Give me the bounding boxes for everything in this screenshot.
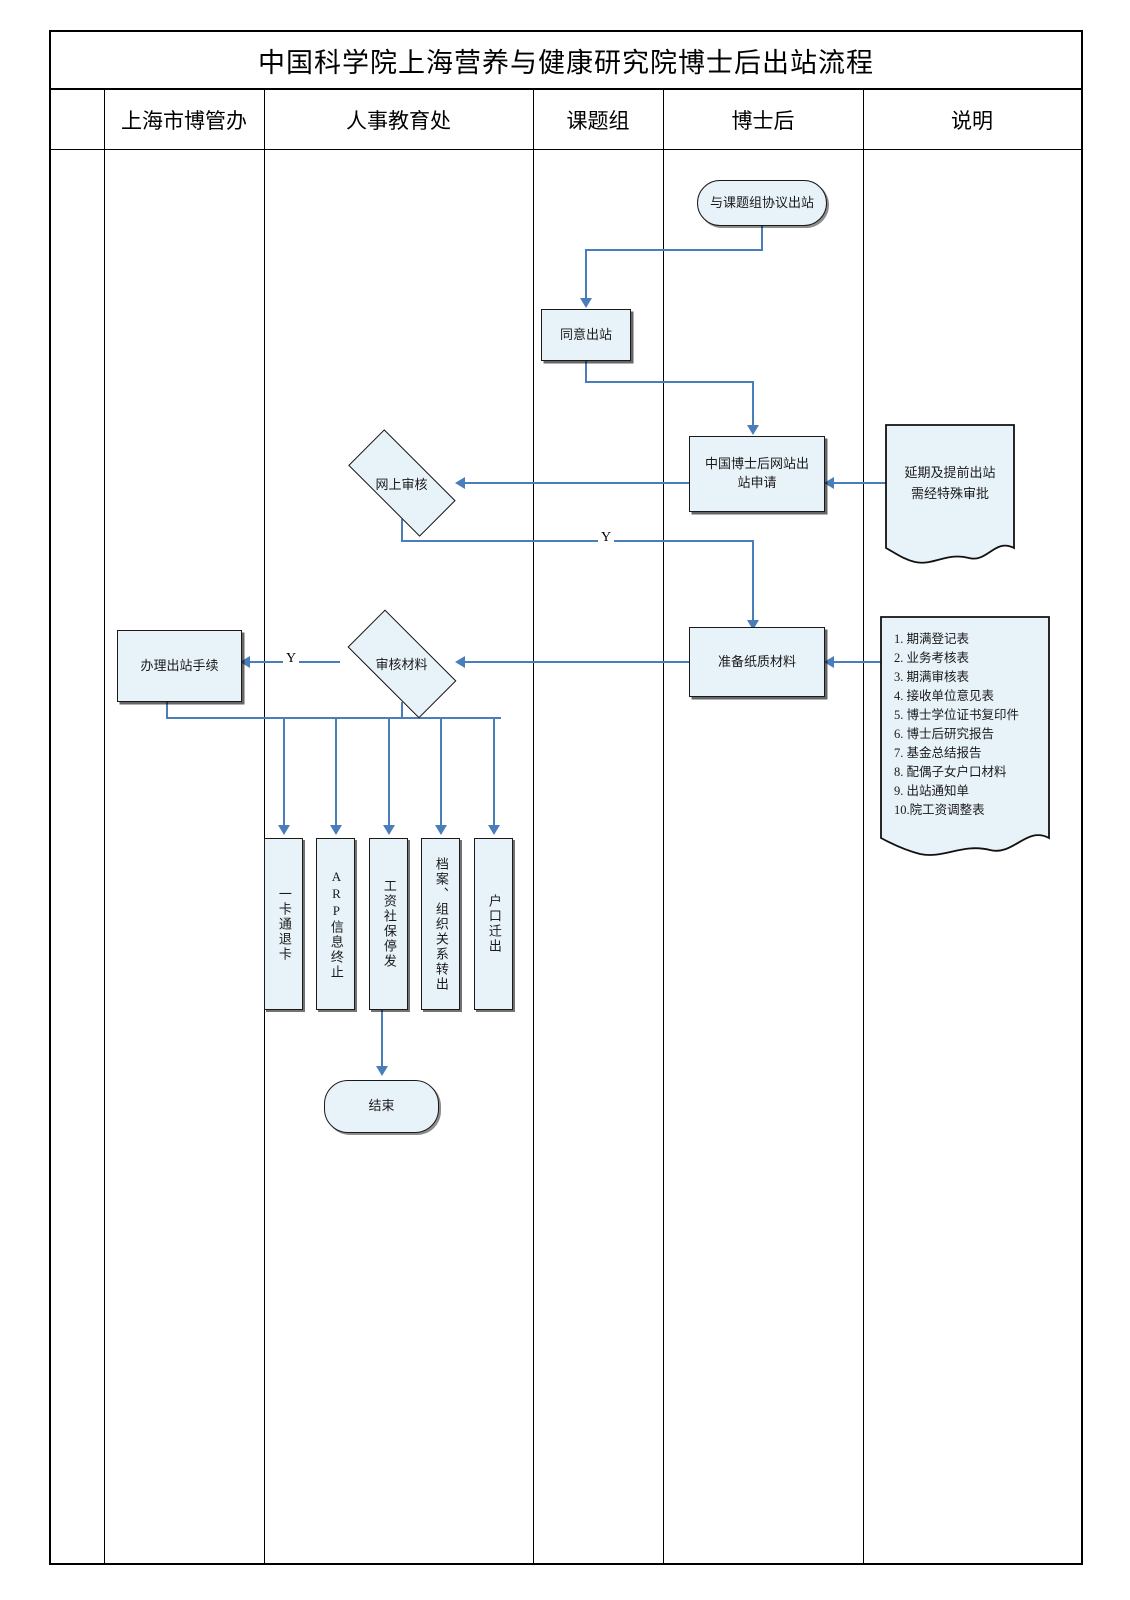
wire-note-to-apply [832,482,887,484]
wire-branch-2 [335,717,337,827]
arrowhead-to-agree [580,298,592,308]
node-agree-exit[interactable]: 同意出站 [541,309,631,361]
arrowhead-list-to-prepare [824,656,834,668]
wire-distributor-bus [166,717,501,719]
arrowhead-to-online-review [455,477,465,489]
wire-prepare-to-review [462,661,692,663]
wire-start-left [585,249,762,251]
chart-title-bar: 中国科学院上海营养与健康研究院博士后出站流程 [51,32,1081,90]
lane-divider-0 [104,90,105,1565]
lane-divider-3 [663,90,664,1565]
arrowhead-branch-3 [383,825,395,835]
materials-list-item: 10.院工资调整表 [894,803,985,817]
wire-to-apply-down [752,381,754,427]
wire-to-agree-down [585,249,587,300]
lane-header-research-group: 课题组 [566,109,630,133]
materials-list-item: 9. 出站通知单 [894,784,970,798]
arrowhead-to-process-exit [240,656,250,668]
wire-y-to-prepare-down [752,540,754,622]
task-box-arp-termination[interactable]: ARP信息终止 [316,838,355,1010]
note-special-approval-text: 延期及提前出站 需经特殊审批 [885,424,1015,544]
node-online-review-label: 网上审核 [375,476,428,492]
note-materials-list-text: 1. 期满登记表 2. 业务考核表 3. 期满审核表 4. 接收单位意见表 5.… [880,616,1050,859]
node-process-exit-formalities[interactable]: 办理出站手续 [117,630,242,702]
materials-list-item: 5. 博士学位证书复印件 [894,708,1020,722]
arrowhead-to-review-docs [455,656,465,668]
node-online-review[interactable]: 网上审核 [330,429,473,537]
lane-divider-1 [264,90,265,1565]
node-start[interactable]: 与课题组协议出站 [697,180,827,226]
task-box-household-move-out[interactable]: 户口迁出 [474,838,513,1010]
node-prepare-documents[interactable]: 准备纸质材料 [689,627,825,697]
lane-divider-2 [533,90,534,1565]
wire-apply-to-review [462,482,692,484]
arrowhead-to-apply [747,425,759,435]
materials-list-item: 2. 业务考核表 [894,651,970,665]
lane-header-postdoc: 博士后 [731,109,795,133]
wire-review-docs-bottom [401,702,403,718]
arrowhead-note-to-apply [824,477,834,489]
lane-header-hr-education: 人事教育处 [346,109,451,133]
wire-branch-3 [388,717,390,827]
wire-start-down [761,225,763,251]
wire-agree-right [585,381,754,383]
wire-review-y-right [401,540,754,542]
task-box-card-return[interactable]: 一卡通退卡 [264,838,303,1010]
task-box-archive-transfer[interactable]: 档案、组织关系转出 [421,838,460,1010]
materials-list-item: 7. 基金总结报告 [894,746,982,760]
edge-label-yes-docs: Y [283,651,300,667]
note-special-approval-line-2: 需经特殊审批 [910,486,989,501]
arrowhead-to-end [376,1066,388,1076]
wire-list-to-prepare [832,661,882,663]
lane-divider-4 [863,90,864,1565]
note-special-approval-line-1: 延期及提前出站 [904,465,996,481]
materials-list-item: 6. 博士后研究报告 [894,727,995,741]
arrowhead-branch-1 [278,825,290,835]
arrowhead-branch-2 [330,825,342,835]
page-title: 中国科学院上海营养与健康研究院博士后出站流程 [258,47,874,78]
node-review-documents-label: 审核材料 [375,657,428,672]
lane-header-shanghai-office: 上海市博管办 [121,109,247,133]
arrowhead-branch-4 [435,825,447,835]
materials-list-item: 3. 期满审核表 [894,670,970,684]
note-special-approval: 延期及提前出站 需经特殊审批 [885,424,1015,567]
lane-header-notes: 说明 [951,109,993,133]
wire-agree-down [585,360,587,383]
wire-branch-4 [440,717,442,827]
wire-to-end [381,1010,383,1068]
lane-header-row [51,90,1081,150]
wire-exit-down [166,702,168,719]
note-materials-list: 1. 期满登记表 2. 业务考核表 3. 期满审核表 4. 接收单位意见表 5.… [880,616,1050,859]
edge-label-yes-online: Y [598,530,615,546]
materials-list-item: 1. 期满登记表 [894,632,970,646]
materials-list-item: 8. 配偶子女户口材料 [894,765,1007,779]
node-end[interactable]: 结束 [324,1080,439,1133]
task-box-salary-insurance-stop[interactable]: 工资社保停发 [369,838,408,1010]
wire-branch-1 [283,717,285,827]
node-online-application[interactable]: 中国博士后网站出站申请 [689,436,825,512]
arrowhead-to-prepare [747,620,759,630]
wire-review-y-down [401,519,403,541]
wire-branch-5 [493,717,495,827]
materials-list-item: 4. 接收单位意见表 [894,689,995,703]
node-review-documents[interactable]: 审核材料 [330,609,473,718]
arrowhead-branch-5 [488,825,500,835]
